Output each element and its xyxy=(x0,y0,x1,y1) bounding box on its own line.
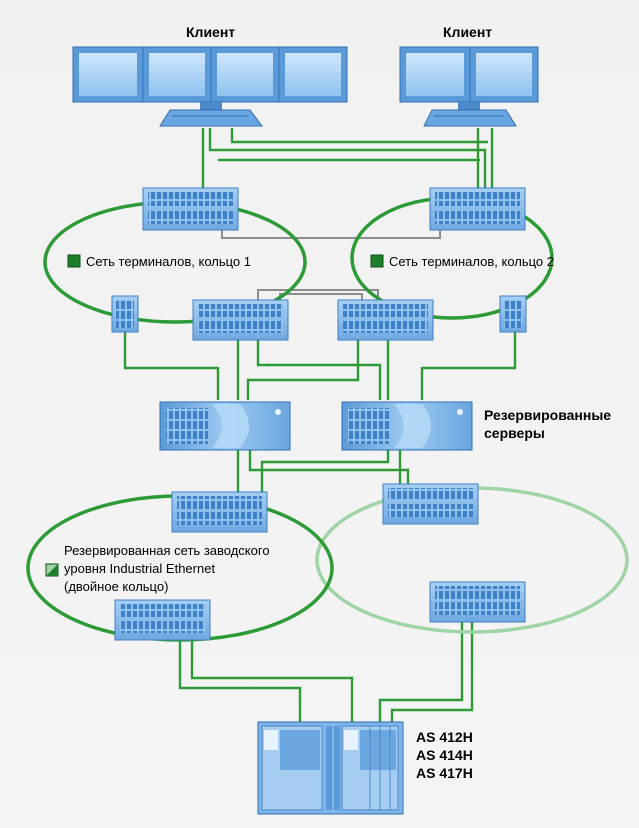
network-switch-icon xyxy=(429,187,526,231)
switch-top-right xyxy=(429,187,526,231)
network-switch-icon xyxy=(382,483,479,525)
switch-plant-bottom-right xyxy=(429,581,526,623)
client-right-workstation: Клиент xyxy=(399,24,539,127)
plant-network-legend: Резервированная сеть заводского уровня I… xyxy=(45,543,270,594)
automation-system xyxy=(257,721,404,815)
client-right-label: Клиент xyxy=(443,24,492,40)
ring1-legend: Сеть терминалов, кольцо 1 xyxy=(67,254,251,269)
plant-label-line1: Резервированная сеть заводского xyxy=(64,543,270,558)
network-switch-icon xyxy=(142,187,239,231)
network-switch-icon xyxy=(499,295,527,333)
plant-label-line3: (двойное кольцо) xyxy=(64,579,168,594)
plant-label-line2: уровня Industrial Ethernet xyxy=(64,561,215,576)
network-legend-icon xyxy=(67,254,81,268)
ring2-label: Сеть терминалов, кольцо 2 xyxy=(389,254,554,269)
network-switch-icon xyxy=(171,491,268,533)
monitor-array-icon xyxy=(72,46,348,127)
network-legend-icon xyxy=(45,563,59,577)
network-links xyxy=(123,128,517,722)
server-left xyxy=(159,401,291,451)
servers-label-line2: серверы xyxy=(484,425,545,441)
as-label-414h: AS 414H xyxy=(416,747,473,763)
servers-label-line1: Резервированные xyxy=(484,407,611,423)
as-label-417h: AS 417H xyxy=(416,765,473,781)
plc-rack-icon xyxy=(257,721,404,815)
switch-ring1-right xyxy=(192,299,289,341)
network-switch-icon xyxy=(114,599,211,641)
network-switch-icon xyxy=(192,299,289,341)
client-left-workstation: Клиент xyxy=(72,24,348,127)
switch-plant-top-right xyxy=(382,483,479,525)
switch-small-right xyxy=(499,295,527,333)
switch-plant-top-left xyxy=(171,491,268,533)
monitor-array-icon xyxy=(399,46,539,127)
switch-plant-bottom-left xyxy=(114,599,211,641)
network-switch-icon xyxy=(429,581,526,623)
ring2-legend: Сеть терминалов, кольцо 2 xyxy=(370,254,554,269)
network-legend-icon xyxy=(370,254,384,268)
network-switch-icon xyxy=(337,299,434,341)
ring1-label: Сеть терминалов, кольцо 1 xyxy=(86,254,251,269)
switch-small-left xyxy=(111,295,139,333)
switch-ring2-left xyxy=(337,299,434,341)
as-label-412h: AS 412H xyxy=(416,729,473,745)
server-icon xyxy=(159,401,291,451)
server-icon xyxy=(341,401,473,451)
client-left-label: Клиент xyxy=(186,24,235,40)
switch-top-left xyxy=(142,187,239,231)
server-right xyxy=(341,401,473,451)
network-switch-icon xyxy=(111,295,139,333)
